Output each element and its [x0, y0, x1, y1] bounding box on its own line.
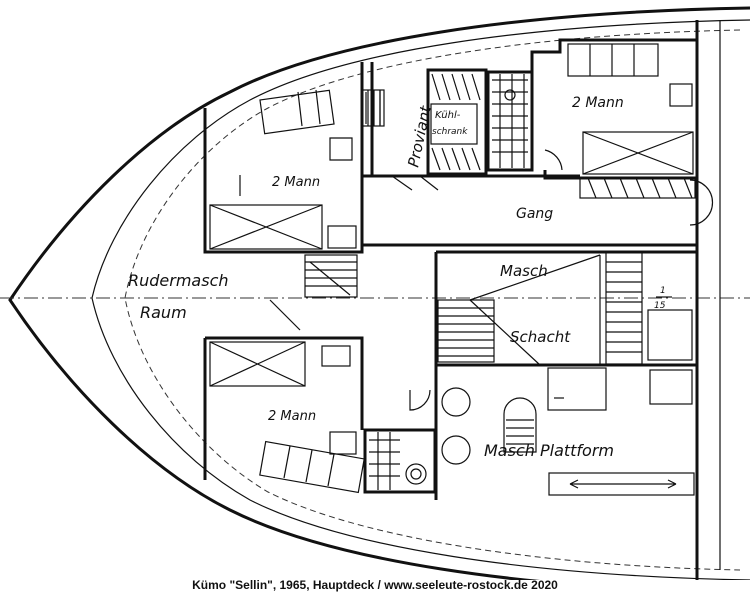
cabin-bottom: 2 Mann — [203, 336, 365, 494]
stair — [304, 254, 358, 298]
engine-shaft: Masch Schacht 1 15 — [434, 250, 697, 500]
label-raum: Raum — [140, 303, 187, 322]
steering-gear-room: Rudermasch Raum — [128, 271, 301, 331]
label-rudermasch: Rudermasch — [128, 271, 229, 290]
label-cabin-mid: 2 Mann — [272, 175, 320, 190]
corridor: Gang — [362, 174, 714, 247]
shower-top — [486, 70, 534, 172]
label-cabin-top: 2 Mann — [572, 95, 624, 111]
hull-outline — [0, 6, 750, 580]
cabin-top: 2 Mann — [530, 38, 699, 199]
label-fraction-bottom: 15 — [654, 301, 666, 311]
shower-bottom — [363, 389, 437, 494]
deck-plan: 2 Mann Kühl- schrank Proviant Gang — [0, 6, 750, 580]
engine-platform: Masch Plattform — [441, 367, 695, 496]
label-plattform: Masch Plattform — [484, 441, 614, 460]
figure-caption: Kümo "Sellin", 1965, Hauptdeck / www.see… — [192, 578, 558, 592]
label-masch: Masch — [500, 262, 548, 280]
label-gang: Gang — [516, 206, 553, 222]
label-schacht: Schacht — [510, 328, 571, 346]
label-kuehl-2: schrank — [432, 127, 468, 137]
label-cabin-bottom: 2 Mann — [268, 409, 316, 424]
cabin-mid: 2 Mann — [203, 62, 364, 254]
label-kuehl-1: Kühl- — [435, 110, 461, 121]
fridge-room: Kühl- schrank — [426, 68, 488, 176]
label-fraction-top: 1 — [660, 286, 666, 296]
